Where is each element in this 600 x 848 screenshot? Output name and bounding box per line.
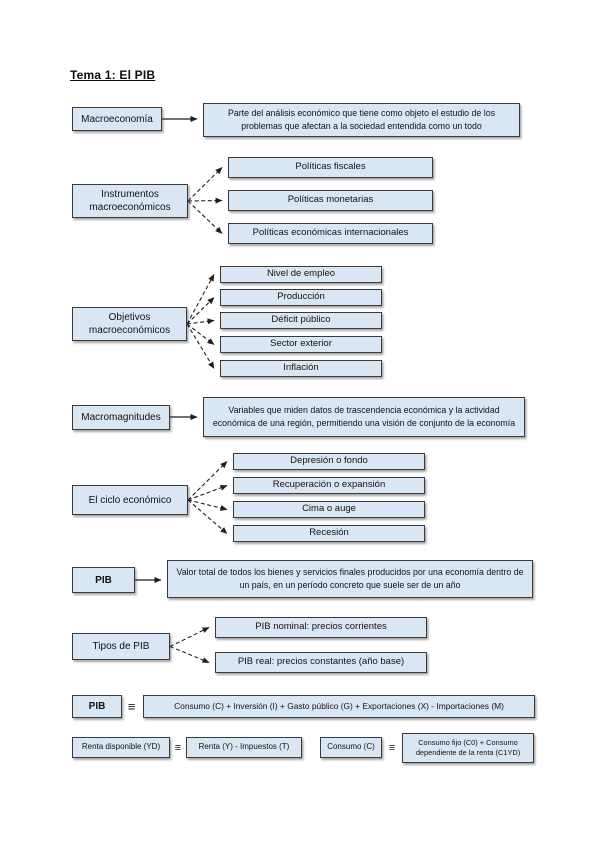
term-box-macroeconomia: Macroeconomía (72, 107, 162, 131)
item-depresion: Depresión o fondo (233, 453, 425, 470)
term-box-ciclo-economico: El ciclo económico (72, 485, 188, 515)
item-deficit-publico: Déficit público (220, 312, 382, 329)
item-pib-nominal: PIB nominal: precios corrientes (215, 617, 427, 638)
term-box-tipos-pib: Tipos de PIB (72, 633, 170, 660)
identity-renta-right: Renta (Y) - Impuestos (T) (186, 737, 302, 758)
identity-symbol-icon: ≡ (174, 741, 182, 754)
page-title: Tema 1: El PIB (70, 68, 156, 82)
identity-symbol-icon: ≡ (127, 699, 136, 714)
item-recuperacion: Recuperación o expansión (233, 477, 425, 494)
identity-pib-formula: Consumo (C) + Inversión (I) + Gasto públ… (143, 695, 535, 718)
identity-consumo-right: Consumo fijo (C0) + Consumo dependiente … (402, 733, 534, 763)
term-box-instrumentos: Instrumentos macroeconómicos (72, 184, 188, 218)
term-box-pib: PIB (72, 567, 135, 593)
identity-renta-left: Renta disponible (YD) (72, 737, 170, 758)
definition-box-macromagnitudes: Variables que miden datos de trascendenc… (203, 397, 525, 437)
item-produccion: Producción (220, 289, 382, 306)
identity-symbol-icon: ≡ (388, 741, 396, 754)
term-box-objetivos: Objetivos macroeconómicos (72, 307, 187, 341)
definition-box-macroeconomia: Parte del análisis económico que tiene c… (203, 103, 520, 137)
item-politicas-fiscales: Políticas fiscales (228, 157, 433, 178)
term-box-macromagnitudes: Macromagnitudes (72, 405, 170, 430)
item-nivel-empleo: Nivel de empleo (220, 266, 382, 283)
item-sector-exterior: Sector exterior (220, 336, 382, 353)
identity-consumo-left: Consumo (C) (320, 737, 382, 758)
definition-box-pib: Valor total de todos los bienes y servic… (167, 560, 533, 598)
item-recesion: Recesión (233, 525, 425, 542)
item-politicas-monetarias: Políticas monetarias (228, 190, 433, 211)
item-cima: Cima o auge (233, 501, 425, 518)
identity-pib-left: PIB (72, 695, 122, 718)
item-politicas-internacionales: Políticas económicas internacionales (228, 223, 433, 244)
item-inflacion: Inflación (220, 360, 382, 377)
item-pib-real: PIB real: precios constantes (año base) (215, 652, 427, 673)
